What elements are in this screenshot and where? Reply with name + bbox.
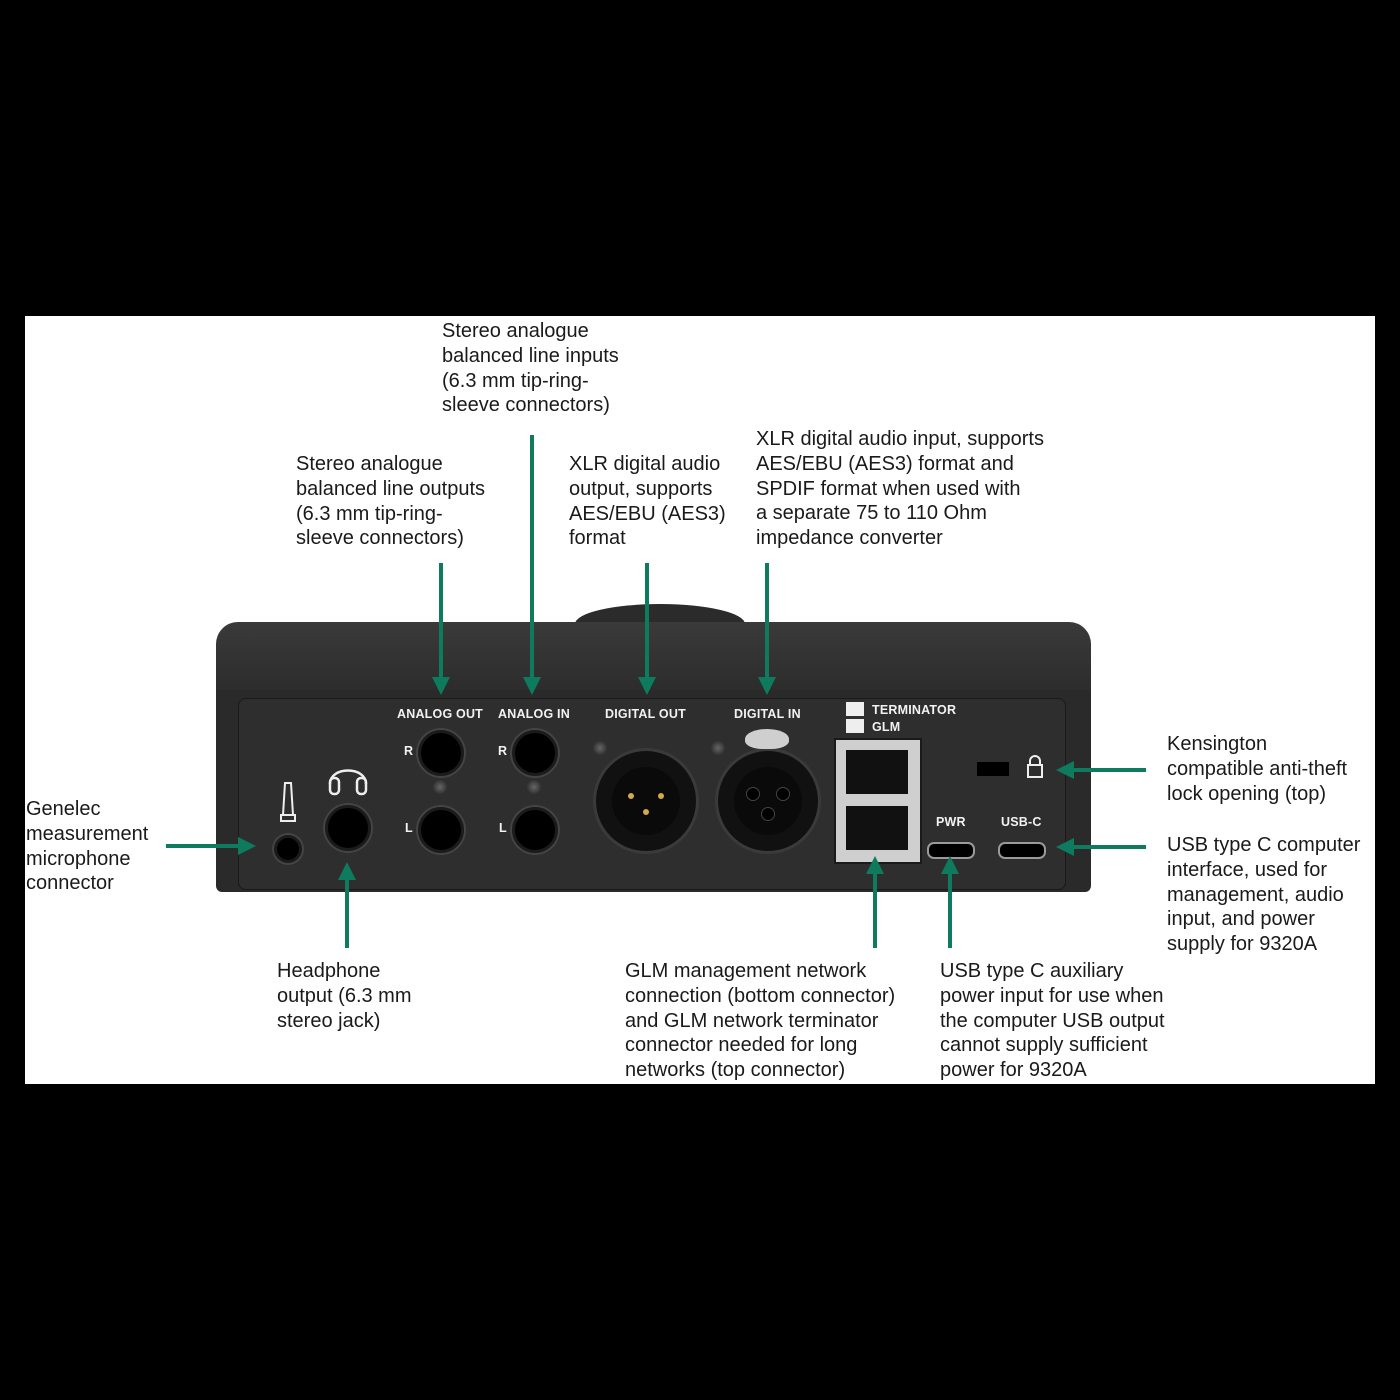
arrow-headphone [345, 878, 349, 948]
analog-out-l-jack [418, 807, 464, 853]
callout-analog-outputs: Stereo analogue balanced line outputs (6… [296, 453, 486, 550]
arrow-head-icon [638, 677, 656, 695]
terminator-icon [846, 702, 864, 716]
arrow-pwr [948, 872, 952, 948]
arrow-head-icon [432, 677, 450, 695]
callout-usb-c: USB type C computer interface, used for … [1167, 834, 1361, 956]
usb-c-data-port [998, 842, 1046, 859]
arrow-mic [166, 844, 240, 848]
arrow-kensington [1072, 768, 1146, 772]
callout-digital-out: XLR digital audio output, supports AES/E… [569, 453, 726, 550]
analog-in-l-jack [512, 807, 558, 853]
arrow-glm [873, 872, 877, 948]
arrow-head-icon [338, 862, 356, 880]
analog-in-r-jack [512, 730, 558, 776]
callout-headphone: Headphone output (6.3 mm stereo jack) [277, 960, 412, 1032]
label-terminator: TERMINATOR [872, 703, 957, 717]
screw [711, 741, 725, 755]
glm-icon [846, 719, 864, 733]
label-analog-in: ANALOG IN [498, 707, 570, 721]
label-glm: GLM [872, 720, 901, 734]
headphones-icon [328, 769, 368, 796]
arrow-head-icon [758, 677, 776, 695]
headphone-jack [325, 805, 371, 851]
callout-pwr: USB type C auxiliary power input for use… [940, 960, 1165, 1082]
arrow-head-icon [941, 856, 959, 874]
arrow-head-icon [866, 856, 884, 874]
screw [593, 741, 607, 755]
callout-kensington: Kensington compatible anti-theft lock op… [1167, 733, 1348, 805]
label-r: R [404, 744, 414, 758]
xlr-female-connector [718, 751, 818, 851]
arrow-digital-in [765, 563, 769, 678]
arrow-head-icon [238, 837, 256, 855]
mic-jack [274, 835, 302, 863]
arrow-head-icon [1056, 761, 1074, 779]
rj45-terminator-port [846, 750, 908, 794]
label-digital-out: DIGITAL OUT [605, 707, 686, 721]
microphone-icon [280, 782, 296, 822]
callout-mic: Genelec measurement microphone connector [26, 798, 149, 895]
label-analog-out: ANALOG OUT [397, 707, 484, 721]
callout-glm: GLM management network connection (botto… [625, 960, 896, 1082]
kensington-slot [977, 762, 1009, 776]
screw [527, 780, 541, 794]
callout-analog-inputs: Stereo analogue balanced line inputs (6.… [442, 320, 619, 417]
label-r: R [498, 744, 508, 758]
rj45-glm-port [846, 806, 908, 850]
screw [433, 780, 447, 794]
label-usb-c: USB-C [1001, 815, 1042, 829]
arrow-head-icon [523, 677, 541, 695]
rj45-block [834, 738, 922, 864]
label-l: L [405, 821, 413, 835]
lock-icon [1027, 755, 1043, 778]
xlr-release-tab [745, 729, 789, 749]
label-digital-in: DIGITAL IN [734, 707, 801, 721]
arrow-analog-out [439, 563, 443, 678]
arrow-digital-out [645, 563, 649, 678]
analog-out-r-jack [418, 730, 464, 776]
arrow-head-icon [1056, 838, 1074, 856]
arrow-usb-c [1072, 845, 1146, 849]
xlr-male-connector [596, 751, 696, 851]
callout-digital-in: XLR digital audio input, supports AES/EB… [756, 428, 1044, 550]
label-l: L [499, 821, 507, 835]
label-pwr: PWR [936, 815, 966, 829]
arrow-analog-in [530, 435, 534, 678]
